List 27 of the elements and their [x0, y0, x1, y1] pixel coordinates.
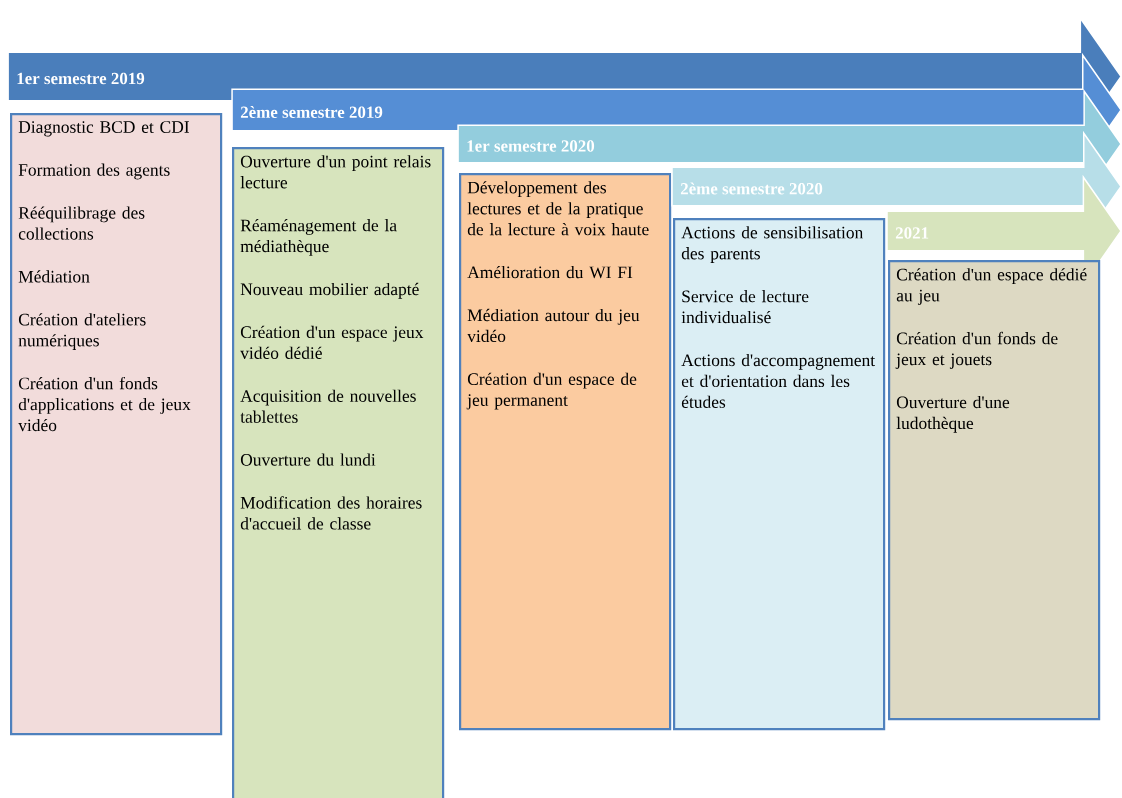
- activity-text: Actions d'accompagnement et d'orientation dans les études: [681, 353, 875, 408]
- activity-box: [459, 173, 672, 731]
- activity-text: Ouverture d'une ludothèque: [896, 395, 1010, 433]
- activity-text: Diagnostic BCD et CDI: [18, 121, 189, 137]
- activity-text: Amélioration du WI FI: [467, 265, 633, 279]
- activity-text: Création d'un espace jeux vidéo dédié: [240, 325, 424, 359]
- activity-box: [673, 218, 886, 731]
- activity-text: Modification des horaires d'accueil de classe: [240, 496, 422, 530]
- activity-text: Ouverture du lundi: [240, 453, 376, 466]
- activity-text: Création d'un espace dédié au jeu: [896, 268, 1087, 305]
- activity-text: Développement des lectures et de la pratique de la lecture à voix haute: [467, 181, 649, 236]
- activity-text: Création d'un fonds de jeux et jouets: [895, 331, 1058, 369]
- activity-text: Rééquilibrage des collections: [18, 206, 145, 240]
- activity-text: Médiation: [18, 270, 90, 283]
- activity-box: [888, 260, 1101, 721]
- activity-box: [232, 147, 445, 798]
- activity-text: Actions de sensibilisation des parents: [681, 226, 864, 263]
- activity-text: Formation des agents: [18, 163, 170, 180]
- activity-text: Création d'un fonds d'applications et de jeux vidéo: [18, 376, 191, 432]
- activity-box: [10, 113, 223, 736]
- activity-text: Acquisition de nouvelles tablettes: [240, 389, 416, 423]
- activity-text: Nouveau mobilier adapté: [240, 282, 419, 299]
- activity-text: Médiation autour du jeu vidéo: [467, 308, 640, 343]
- activity-text: Création d'un espace de jeu permanent: [466, 372, 637, 410]
- activity-text: Création d'ateliers numériques: [18, 313, 146, 350]
- activity-text: Réaménagement de la médiathèque: [240, 219, 397, 256]
- activity-text: Service de lecture individualisé: [681, 290, 809, 324]
